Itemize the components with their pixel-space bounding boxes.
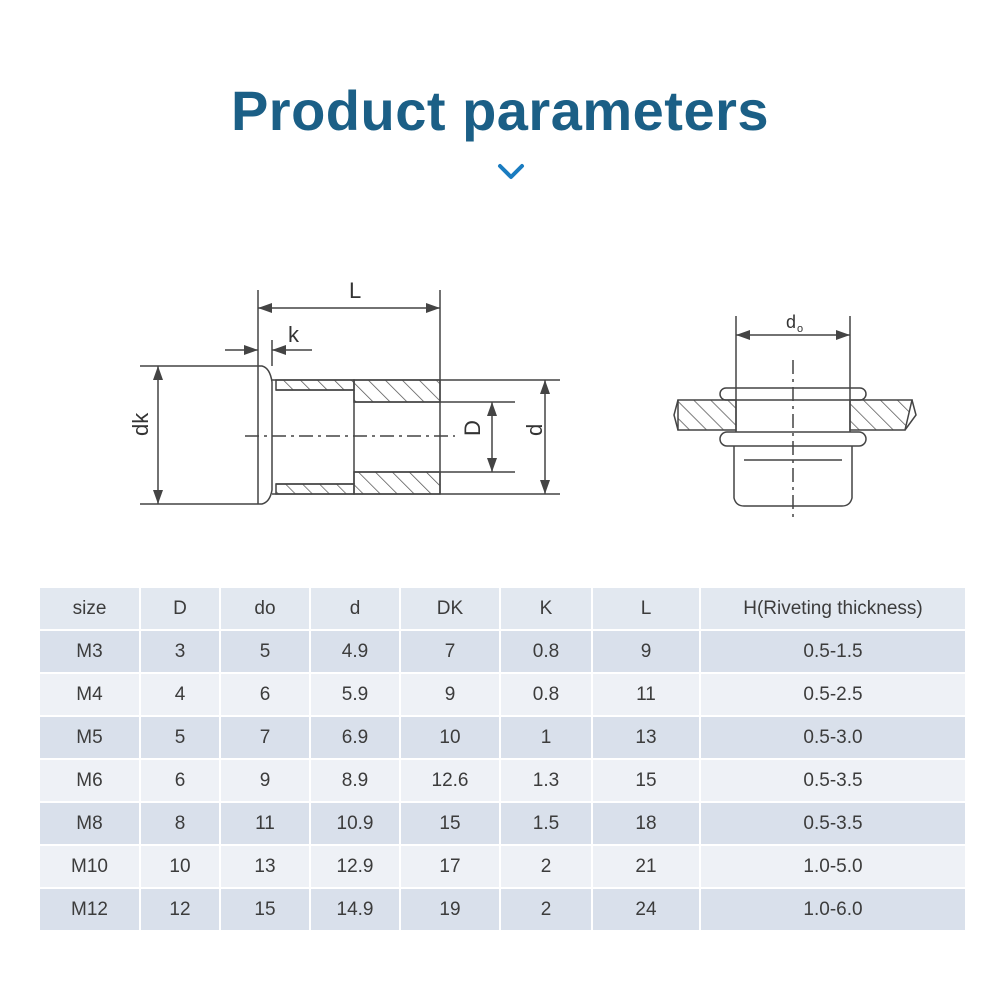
table-cell: 10.9 <box>310 802 401 846</box>
table-cell: 0.5-3.0 <box>700 716 967 760</box>
column-header: H(Riveting thickness) <box>700 588 967 631</box>
table-cell: 15 <box>220 888 311 932</box>
table-cell: 12 <box>140 888 221 932</box>
label-d: d <box>522 424 547 436</box>
table-cell: 4.9 <box>310 630 401 674</box>
table-cell: 10 <box>400 716 501 760</box>
table-cell: M6 <box>40 759 141 803</box>
label-do-sub: o <box>797 323 803 335</box>
table-cell: 1.0-6.0 <box>700 888 967 932</box>
table-cell: 1.5 <box>500 802 593 846</box>
table-cell: 1.0-5.0 <box>700 845 967 889</box>
table-cell: 5 <box>220 630 311 674</box>
table-cell: 15 <box>400 802 501 846</box>
column-header: L <box>592 588 701 631</box>
chevron-down-icon <box>498 164 524 179</box>
table-cell: 7 <box>220 716 311 760</box>
table-cell: 7 <box>400 630 501 674</box>
table-cell: 21 <box>592 845 701 889</box>
table-cell: 0.5-3.5 <box>700 759 967 803</box>
table-cell: M3 <box>40 630 141 674</box>
label-k: k <box>288 322 300 347</box>
table-cell: 1.3 <box>500 759 593 803</box>
table-cell: 12.6 <box>400 759 501 803</box>
label-do: d <box>786 312 796 332</box>
table-cell: M10 <box>40 845 141 889</box>
table-cell: 0.5-3.5 <box>700 802 967 846</box>
table-cell: 8 <box>140 802 221 846</box>
column-header: DK <box>400 588 501 631</box>
installed-view <box>673 316 917 520</box>
table-cell: 2 <box>500 888 593 932</box>
table-cell: 13 <box>592 716 701 760</box>
dimension-arrows <box>153 303 550 504</box>
table-cell: 14.9 <box>310 888 401 932</box>
column-header: size <box>40 588 141 631</box>
table-cell: 3 <box>140 630 221 674</box>
column-header: d <box>310 588 401 631</box>
table-cell: 0.8 <box>500 673 593 717</box>
table-cell: 6 <box>140 759 221 803</box>
column-header: do <box>220 588 311 631</box>
table-cell: 8.9 <box>310 759 401 803</box>
table-cell: 17 <box>400 845 501 889</box>
table-cell: M12 <box>40 888 141 932</box>
table-cell: M4 <box>40 673 141 717</box>
table-cell: 0.8 <box>500 630 593 674</box>
table-cell: 18 <box>592 802 701 846</box>
table-cell: M5 <box>40 716 141 760</box>
page-title: Product parameters <box>230 79 770 142</box>
installed-arrows <box>736 330 850 340</box>
table-cell: 2 <box>500 845 593 889</box>
table-cell: 5 <box>140 716 221 760</box>
table-cell: 24 <box>592 888 701 932</box>
side-view <box>140 290 560 505</box>
table-cell: 11 <box>220 802 311 846</box>
label-L: L <box>349 278 361 303</box>
table-cell: 0.5-2.5 <box>700 673 967 717</box>
table-cell: 9 <box>220 759 311 803</box>
table-cell: 4 <box>140 673 221 717</box>
column-header: D <box>140 588 221 631</box>
table-cell: 0.5-1.5 <box>700 630 967 674</box>
table-cell: 12.9 <box>310 845 401 889</box>
table-cell: 1 <box>500 716 593 760</box>
table-cell: 6.9 <box>310 716 401 760</box>
table-cell: 19 <box>400 888 501 932</box>
table-cell: 11 <box>592 673 701 717</box>
table-cell: 9 <box>400 673 501 717</box>
table-cell: 10 <box>140 845 221 889</box>
table-cell: 15 <box>592 759 701 803</box>
label-dk: dk <box>128 412 153 436</box>
table-cell: 5.9 <box>310 673 401 717</box>
table-cell: M8 <box>40 802 141 846</box>
column-header: K <box>500 588 593 631</box>
table-cell: 13 <box>220 845 311 889</box>
table-cell: 9 <box>592 630 701 674</box>
rivet-nut-drawing: L k dk D d d o <box>128 278 917 520</box>
table-cell: 6 <box>220 673 311 717</box>
label-D: D <box>460 420 485 436</box>
